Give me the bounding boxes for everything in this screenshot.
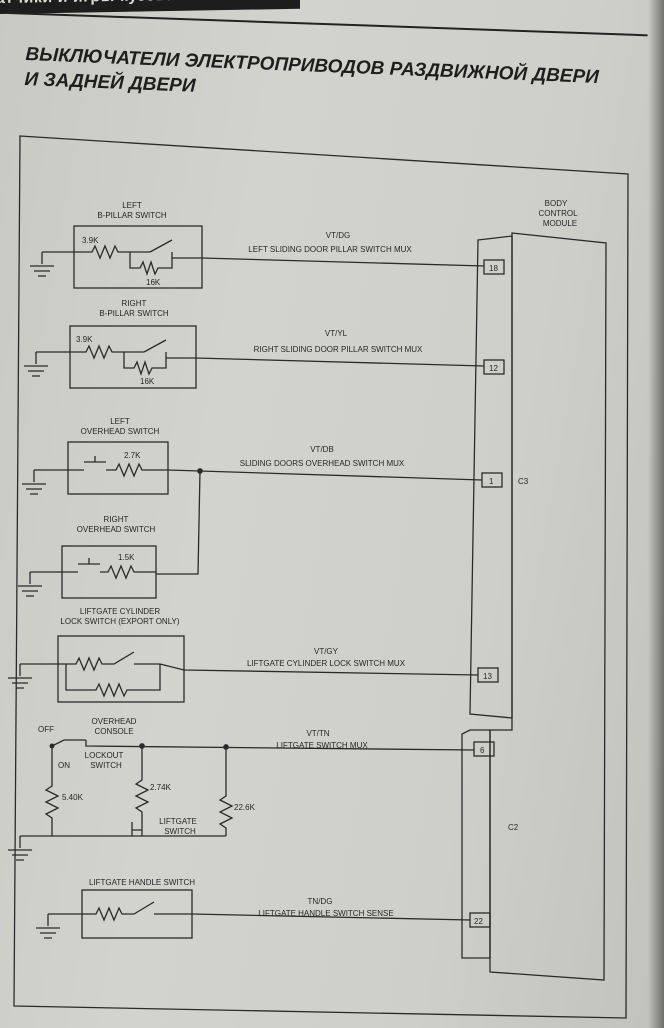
- wire-name: LIFTGATE SWITCH MUX: [276, 741, 368, 750]
- connector-c2-label: C2: [508, 823, 519, 832]
- lockout-switch-contact: [51, 739, 86, 747]
- left-bpillar-label-2: B-PILLAR SWITCH: [97, 211, 167, 220]
- right-bpillar-switch-box: [69, 325, 197, 389]
- wire-right-bpillar: [195, 357, 485, 367]
- right-overhead-label-1: RIGHT: [104, 515, 129, 524]
- ground-symbol: [22, 470, 46, 495]
- resistor-16k-right: [123, 352, 167, 377]
- bcm-label-3: MODULE: [543, 219, 577, 228]
- wire-liftgate-cylinder: [159, 663, 479, 676]
- liftgate-cylinder-resistor: [65, 664, 161, 698]
- schematic-frame: [13, 135, 629, 1019]
- resistor-2-74k: [134, 746, 150, 822]
- pin-18: [483, 259, 505, 275]
- lockout-switch-label-2: SWITCH: [90, 761, 122, 770]
- right-overhead-switch-contacts: [68, 558, 156, 580]
- wire-name: LEFT SLIDING DOOR PILLAR SWITCH MUX: [248, 245, 412, 254]
- liftgate-cylinder-label-1: LIFTGATE CYLINDER: [80, 607, 161, 616]
- resistor-value: 22.6K: [234, 803, 256, 812]
- resistor-value: 2.7K: [124, 451, 141, 460]
- left-bpillar-switch-box: [73, 225, 203, 289]
- left-overhead-label-1: LEFT: [110, 417, 130, 426]
- switch-contact-right-bpillar: [143, 339, 196, 359]
- pin-12-label: 12: [489, 364, 498, 373]
- wire-color: VT/YL: [325, 329, 348, 338]
- resistor-22-6k: [218, 747, 234, 836]
- wire-name: LIFTGATE CYLINDER LOCK SWITCH MUX: [247, 659, 406, 668]
- lockout-off-label: OFF: [38, 725, 54, 734]
- resistor-value: 16K: [140, 377, 155, 386]
- resistor-3-9k-left: [82, 244, 150, 260]
- wire-liftgate-switch-mux: [85, 740, 475, 751]
- pin-1-label: 1: [489, 477, 494, 486]
- liftgate-cylinder-label-2: LOCK SWITCH (EXPORT ONLY): [60, 617, 179, 626]
- ground-symbol: [24, 352, 48, 377]
- right-bpillar-label-2: B-PILLAR SWITCH: [99, 309, 169, 318]
- ground-symbol: [18, 572, 42, 597]
- ground-symbol: [8, 836, 32, 861]
- bcm-label-1: BODY: [545, 199, 568, 208]
- resistor-value: 3.9K: [82, 236, 99, 245]
- bcm-body: [489, 232, 607, 981]
- ground-symbol: [36, 914, 60, 939]
- pin-22-label: 22: [474, 917, 483, 926]
- resistor-16k-left: [129, 252, 173, 277]
- wire-color: VT/GY: [314, 647, 339, 656]
- left-overhead-switch-contacts: [74, 456, 168, 478]
- ground-symbol: [30, 252, 54, 277]
- pin-6: [473, 741, 495, 757]
- left-bpillar-label-1: LEFT: [122, 201, 142, 210]
- wire-color: VT/DB: [310, 445, 334, 454]
- lockout-on-label: ON: [58, 761, 70, 770]
- left-overhead-switch-box: [67, 441, 169, 495]
- wire-name: SLIDING DOORS OVERHEAD SWITCH MUX: [240, 459, 405, 468]
- wire-left-bpillar: [201, 257, 485, 267]
- liftgate-cylinder-contact: [66, 651, 160, 672]
- switch-contact-left-bpillar: [149, 239, 202, 259]
- left-overhead-label-2: OVERHEAD SWITCH: [81, 427, 160, 436]
- liftgate-cylinder-switch-box: [57, 635, 185, 703]
- resistor-value: 2.74K: [150, 783, 172, 792]
- wire-color: TN/DG: [308, 897, 333, 906]
- resistor-3-9k-right: [76, 344, 144, 360]
- page-edge-shadow: [648, 0, 664, 1028]
- right-overhead-label-2: OVERHEAD SWITCH: [77, 525, 156, 534]
- resistor-value: 5.40K: [62, 793, 84, 802]
- liftgate-switch-contact: [131, 822, 143, 836]
- wire-color: VT/DG: [326, 231, 350, 240]
- liftgate-switch-label-2: SWITCH: [164, 827, 196, 836]
- connector-c3-label: C3: [518, 477, 529, 486]
- wire-liftgate-handle: [191, 913, 471, 921]
- pin-6-label: 6: [480, 746, 485, 755]
- liftgate-handle-contact: [88, 901, 192, 922]
- wire-right-overhead: [156, 470, 201, 575]
- ground-symbol: [8, 664, 32, 689]
- connector-c2: [461, 729, 491, 959]
- wire-name: LIFTGATE HANDLE SWITCH SENSE: [258, 909, 393, 918]
- pin-13-label: 13: [483, 672, 492, 681]
- wire-overhead-mux: [167, 469, 483, 481]
- lockout-switch-label-1: LOCKOUT: [85, 751, 124, 760]
- resistor-value: 3.9K: [76, 335, 93, 344]
- resistor-5-40k: [44, 746, 60, 836]
- right-bpillar-label-1: RIGHT: [122, 299, 147, 308]
- wire-color: VT/TN: [306, 729, 329, 738]
- connector-c3: [469, 235, 513, 719]
- pin-18-label: 18: [489, 264, 498, 273]
- pin-12: [483, 359, 505, 375]
- liftgate-handle-label: LIFTGATE HANDLE SWITCH: [89, 878, 195, 887]
- bcm-label-2: CONTROL: [538, 209, 578, 218]
- wire-name: RIGHT SLIDING DOOR PILLAR SWITCH MUX: [254, 345, 423, 354]
- resistor-value: 1.5K: [118, 553, 135, 562]
- overhead-console-label-2: CONSOLE: [94, 727, 133, 736]
- resistor-value: 16K: [146, 278, 161, 287]
- liftgate-switch-label-1: LIFTGATE: [159, 817, 197, 826]
- overhead-console-label-1: OVERHEAD: [92, 717, 137, 726]
